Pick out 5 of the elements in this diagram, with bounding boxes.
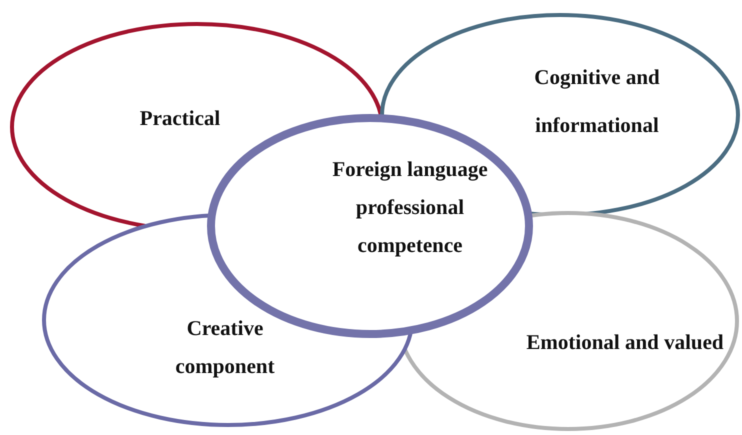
oval-label: Practical <box>138 105 222 132</box>
oval-label: Emotional and valued <box>525 329 725 356</box>
oval-label: Foreign language professional competence <box>331 156 489 259</box>
oval-label: Cognitive and informational <box>533 64 661 139</box>
oval-label: Creative component <box>174 315 276 380</box>
